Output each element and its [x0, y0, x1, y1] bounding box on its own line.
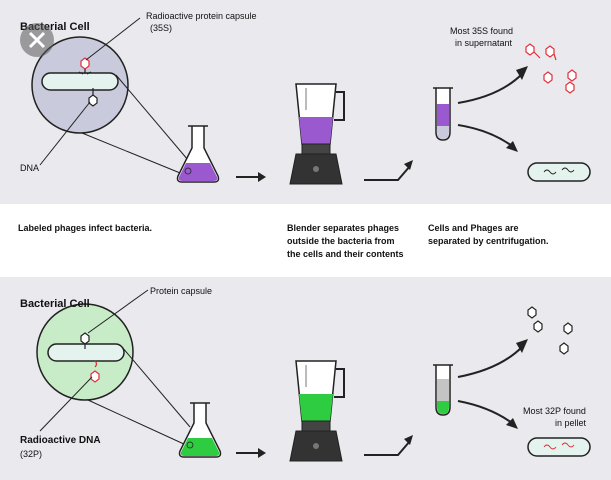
- bottom-arrow-down: [457, 400, 518, 429]
- top-arrow-1: [236, 172, 266, 182]
- bottom-bacterium: [47, 343, 125, 362]
- bottom-free-phages: [527, 306, 573, 355]
- bottom-test-tube: [433, 364, 453, 416]
- bottom-arrow-2: [364, 435, 413, 456]
- caption-infect-text: Labeled phages infect bacteria.: [18, 223, 153, 233]
- bottom-diagram: [36, 289, 591, 462]
- top-arrow-down: [457, 124, 518, 152]
- top-dna-pointer: [39, 101, 91, 166]
- close-button[interactable]: [20, 23, 54, 57]
- top-zoom-line-1: [115, 74, 189, 161]
- top-result-line2: in supernatant: [455, 38, 513, 48]
- bottom-cell-title: Bacterial Cell: [20, 298, 90, 310]
- bottom-result-line1: Most 32P found: [523, 406, 586, 416]
- bottom-capsule-label: Protein capsule: [150, 286, 213, 296]
- top-phage-attached: [78, 57, 92, 75]
- bottom-capsule-pointer: [87, 289, 149, 334]
- bottom-arrow-1: [236, 448, 266, 458]
- top-zoom-line-2: [81, 132, 186, 176]
- top-flask: [176, 125, 220, 183]
- top-arrow-2: [364, 160, 413, 181]
- bottom-pellet-bacterium: [527, 437, 591, 457]
- caption-centrifuge: Cells and Phages are separated by centri…: [428, 222, 549, 248]
- bottom-isotope-label: (32P): [20, 449, 43, 459]
- top-test-tube: [433, 87, 453, 141]
- top-arrow-up: [457, 66, 528, 104]
- top-isotope-label: (35S): [150, 23, 173, 33]
- top-blender: [289, 83, 345, 185]
- bottom-blender: [289, 360, 345, 462]
- caption-infect: Labeled phages infect bacteria.: [18, 222, 152, 235]
- bottom-phage-dna: [90, 360, 100, 383]
- caption-centrifuge-line-2: separated by centrifugation.: [428, 236, 549, 246]
- caption-blender: Blender separates phages outside the bac…: [287, 222, 404, 261]
- close-icon: [28, 31, 46, 49]
- top-phage-below: [88, 88, 98, 107]
- caption-blender-line-1: Blender separates phages: [287, 223, 400, 233]
- top-panel: Bacterial Cell Radioactive protein capsu…: [0, 0, 611, 204]
- bottom-flask: [178, 402, 222, 458]
- caption-blender-line-2: outside the bacteria from: [287, 236, 395, 246]
- bottom-panel: Bacterial Cell Protein capsule Radioacti…: [0, 277, 611, 480]
- top-capsule-pointer: [85, 17, 141, 61]
- top-capsule-label: Radioactive protein capsule: [146, 11, 257, 21]
- top-dna-label: DNA: [20, 163, 40, 173]
- bottom-phage-attached: [80, 332, 90, 349]
- top-result-line1: Most 35S found: [450, 26, 514, 36]
- bottom-dna-label: Radioactive DNA: [20, 435, 101, 446]
- top-free-phages: [525, 43, 577, 94]
- bottom-arrow-up: [457, 339, 528, 378]
- top-diagram: [31, 17, 591, 185]
- bottom-zoom-line-2: [87, 399, 187, 446]
- top-pellet-bacterium: [527, 162, 591, 182]
- caption-blender-line-3: the cells and their contents: [287, 249, 404, 259]
- bottom-result-line2: in pellet: [555, 418, 587, 428]
- bottom-zoom-line-1: [121, 346, 191, 428]
- top-bacterium: [41, 72, 119, 91]
- bottom-dna-pointer: [39, 376, 93, 432]
- caption-centrifuge-line-1: Cells and Phages are: [428, 223, 519, 233]
